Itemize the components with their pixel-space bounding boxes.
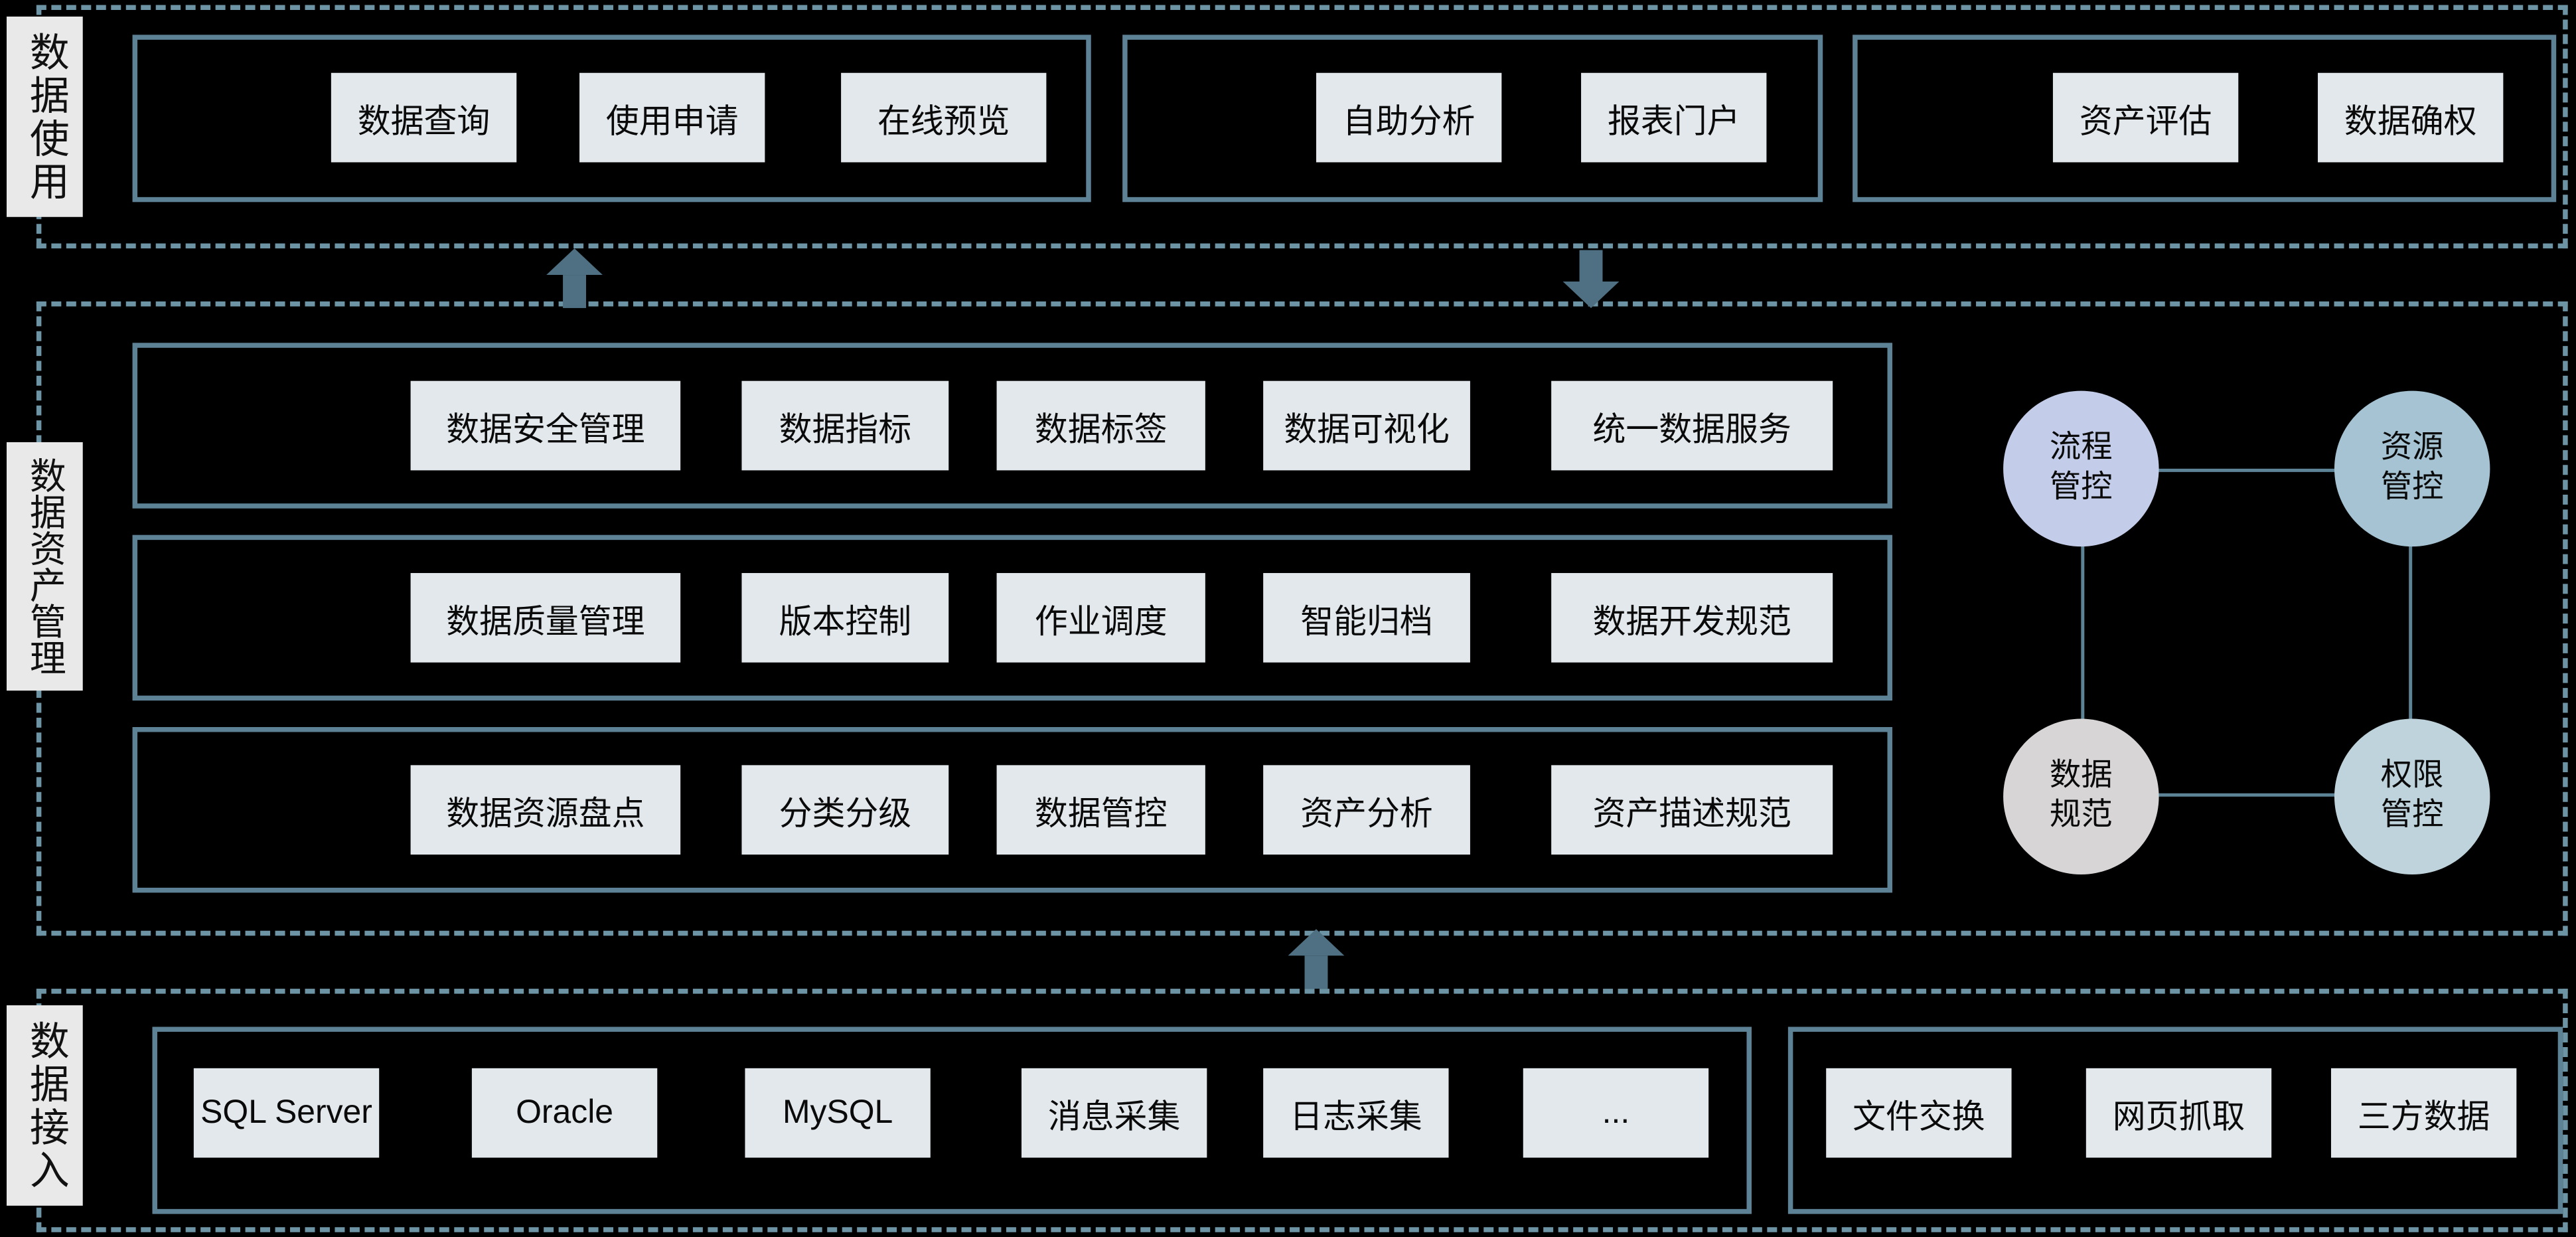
group-database-sources <box>152 1027 1752 1214</box>
group-asset-governance-row <box>132 726 1892 893</box>
item-online-preview: 在线预览 <box>841 72 1047 163</box>
circle-data-standards: 数据规范 <box>2003 718 2159 874</box>
item-report-portal: 报表门户 <box>1581 72 1767 163</box>
arrow-up-asset-to-usage <box>546 248 603 308</box>
arrow-up-head-icon <box>1288 929 1345 956</box>
item-job-scheduling: 作业调度 <box>996 573 1205 663</box>
item-data-tags: 数据标签 <box>996 380 1205 471</box>
arrow-down-usage-to-asset <box>1562 250 1620 308</box>
group-data-consumption <box>132 35 1091 203</box>
item-log-collection: 日志采集 <box>1263 1068 1449 1158</box>
arrow-shaft <box>1579 250 1603 282</box>
arrow-shaft <box>1304 955 1328 989</box>
item-data-metrics: 数据指标 <box>741 380 949 471</box>
item-data-visualization: 数据可视化 <box>1263 380 1470 471</box>
item-data-query: 数据查询 <box>331 72 517 163</box>
circle-permission-control: 权限管控 <box>2334 718 2490 874</box>
item-asset-analysis: 资产分析 <box>1263 765 1470 855</box>
circle-process-control: 流程管控 <box>2003 390 2159 547</box>
item-unified-data-service: 统一数据服务 <box>1551 380 1833 471</box>
item-asset-evaluation: 资产评估 <box>2052 72 2239 163</box>
group-external-sources <box>1787 1027 2563 1214</box>
item-more-sources: ... <box>1523 1068 1709 1158</box>
item-self-service-analysis: 自助分析 <box>1316 72 1502 163</box>
circle-label: 资源管控 <box>2380 430 2444 505</box>
circle-label: 流程管控 <box>2049 430 2113 505</box>
item-data-right-confirmation: 数据确权 <box>2318 72 2504 163</box>
group-data-development-row <box>132 535 1892 701</box>
group-data-services-row <box>132 343 1892 509</box>
item-data-resource-inventory: 数据资源盘点 <box>410 765 681 855</box>
circle-label: 数据规范 <box>2049 758 2113 833</box>
item-data-security-management: 数据安全管理 <box>410 380 681 471</box>
circle-resource-control: 资源管控 <box>2334 390 2490 547</box>
band-label-data-usage: 数据使用 <box>6 16 83 217</box>
item-data-quality-management: 数据质量管理 <box>410 573 681 663</box>
arrow-up-ingestion-to-asset <box>1288 929 1345 989</box>
control-connector-lines <box>2081 468 2413 797</box>
item-sql-server: SQL Server <box>193 1068 380 1158</box>
group-analysis <box>1122 35 1823 203</box>
group-asset-operations <box>1853 35 2557 203</box>
arrow-down-head-icon <box>1562 282 1620 308</box>
item-smart-archiving: 智能归档 <box>1263 573 1470 663</box>
item-file-exchange: 文件交换 <box>1826 1068 2012 1158</box>
item-third-party-data: 三方数据 <box>2330 1068 2517 1158</box>
item-classification-grading: 分类分级 <box>741 765 949 855</box>
item-web-scraping: 网页抓取 <box>2085 1068 2272 1158</box>
circle-label: 权限管控 <box>2380 758 2444 833</box>
item-asset-description-standards: 资产描述规范 <box>1551 765 1833 855</box>
item-mysql: MySQL <box>745 1068 931 1158</box>
arrow-up-head-icon <box>546 248 603 276</box>
arrow-shaft <box>563 275 586 308</box>
band-label-data-asset-management: 数据资产管理 <box>6 442 83 691</box>
item-oracle: Oracle <box>471 1068 658 1158</box>
item-data-governance: 数据管控 <box>996 765 1205 855</box>
item-version-control: 版本控制 <box>741 573 949 663</box>
item-data-dev-standards: 数据开发规范 <box>1551 573 1833 663</box>
item-message-collection: 消息采集 <box>1021 1068 1207 1158</box>
band-label-data-ingestion: 数据接入 <box>6 1005 83 1206</box>
item-usage-application: 使用申请 <box>579 72 765 163</box>
